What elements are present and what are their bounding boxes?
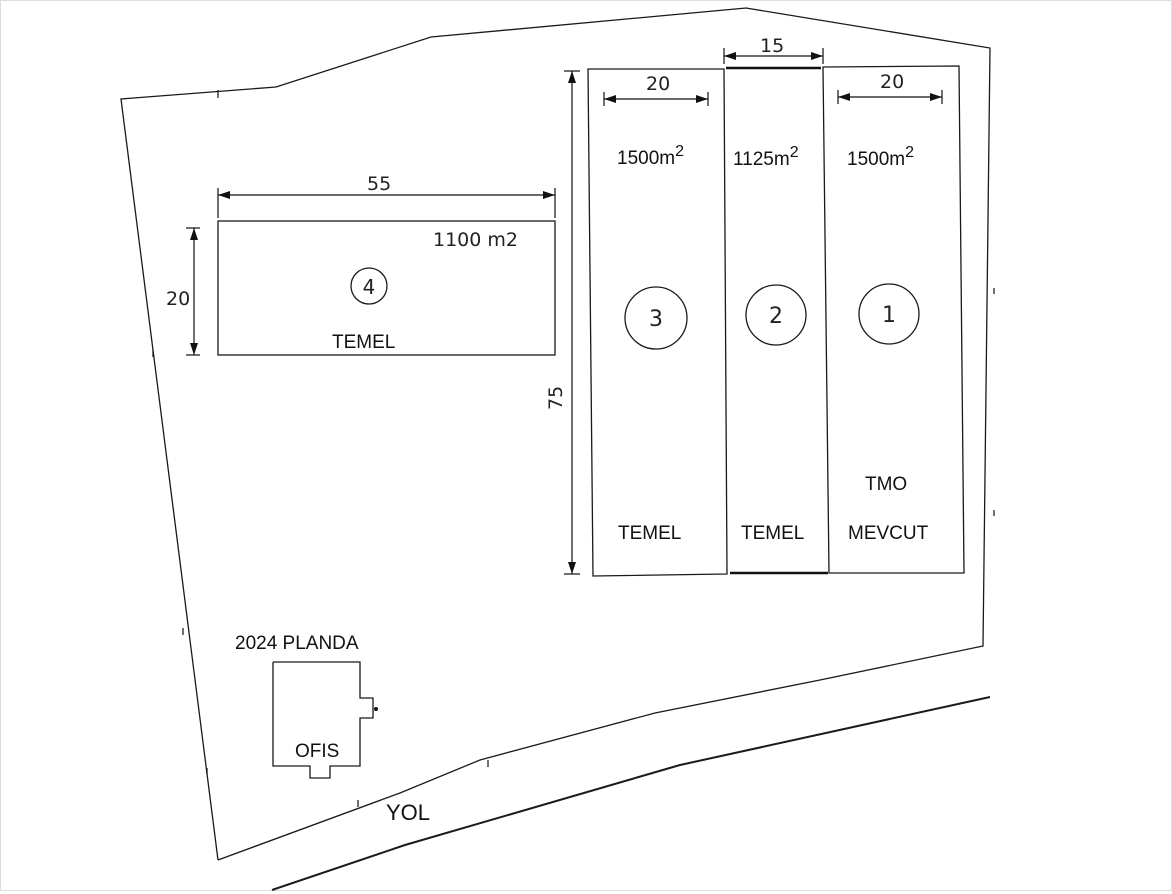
dim-label-block1-width: 20 bbox=[880, 71, 904, 93]
block-3-number-circle bbox=[624, 286, 688, 350]
dim-label-blocks-depth: 75 bbox=[545, 386, 567, 410]
block-3-outline bbox=[587, 68, 728, 577]
block-4-number: 4 bbox=[363, 275, 376, 299]
block-2-area: 1125m2 bbox=[733, 144, 799, 170]
dim-label-block4-depth: 20 bbox=[166, 288, 190, 310]
dim-label-block4-width: 55 bbox=[367, 173, 391, 195]
office-dot bbox=[374, 707, 378, 711]
dim-label-block2-width: 15 bbox=[760, 35, 784, 57]
block-3-number: 3 bbox=[649, 307, 663, 332]
block-1-label: MEVCUT bbox=[848, 523, 929, 544]
block-1-label-top: TMO bbox=[865, 474, 907, 495]
road-label: YOL bbox=[386, 800, 430, 825]
parcel-boundary bbox=[120, 7, 991, 861]
office-label: OFIS bbox=[295, 741, 339, 762]
block-4-area: 1100 m2 bbox=[433, 229, 518, 251]
block-4-outline bbox=[217, 220, 556, 356]
road-line bbox=[271, 696, 991, 891]
boundary-ticks bbox=[152, 90, 995, 807]
dim-label-block3-width: 20 bbox=[646, 73, 670, 95]
block-2-number-circle bbox=[745, 284, 807, 346]
block-3-area: 1500m2 bbox=[617, 143, 684, 169]
block-4-number-circle bbox=[350, 267, 388, 305]
office-plan-note: 2024 PLANDA bbox=[235, 633, 359, 654]
block-4-label: TEMEL bbox=[332, 332, 395, 353]
office-outline bbox=[272, 661, 374, 779]
block-1-area: 1500m2 bbox=[847, 144, 914, 170]
block-2-number: 2 bbox=[769, 304, 783, 329]
block-1-outline bbox=[822, 65, 965, 574]
block-2-label: TEMEL bbox=[741, 523, 804, 544]
block-1-number-circle bbox=[858, 283, 920, 345]
block-3-label: TEMEL bbox=[618, 523, 681, 544]
block-1-number: 1 bbox=[882, 303, 896, 328]
